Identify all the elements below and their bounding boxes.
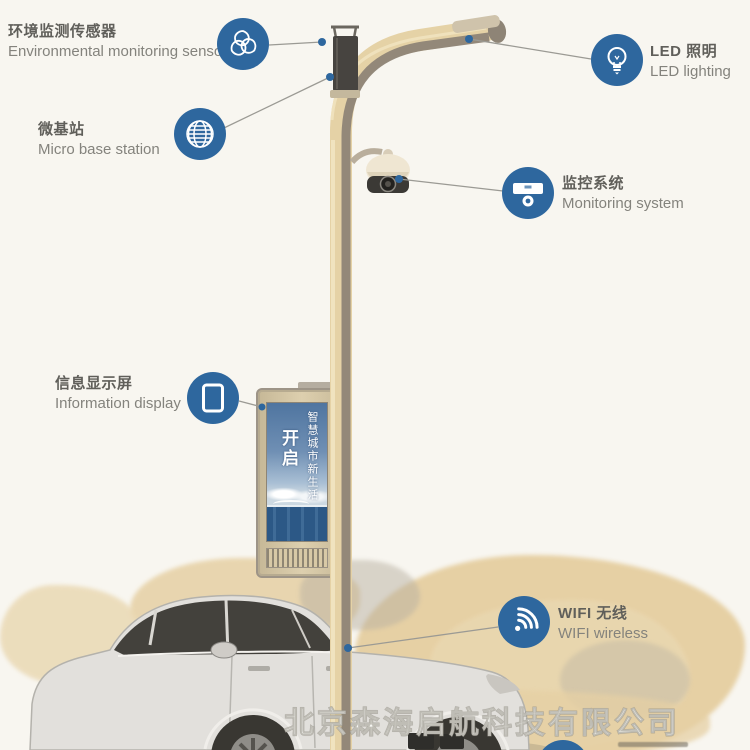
label-en: Monitoring system (562, 195, 684, 212)
foliage-blob (0, 585, 140, 685)
label-zh: 信息显示屏 (55, 375, 133, 392)
label-en: Micro base station (38, 141, 160, 158)
car-rear-wheel (211, 715, 295, 750)
tablet-icon (187, 372, 239, 424)
label-en: LED lighting (650, 63, 731, 80)
globe-icon (174, 108, 226, 160)
callout-information-display: 信息显示屏 Information display (55, 374, 181, 414)
wifi-icon (498, 596, 550, 648)
callout-led-lighting: LED 照明 LED lighting (650, 42, 731, 82)
cctv-camera-icon (502, 167, 554, 219)
label-en: Environmental monitoring sensor (8, 43, 228, 60)
label-en: Information display (55, 395, 181, 412)
leaves-recycle-icon (217, 18, 269, 70)
display-bracket (298, 382, 338, 393)
label-en: WIFI wireless (558, 625, 648, 642)
information-display-screen: 智慧城市新生活 开启 (256, 388, 340, 578)
car-glass (114, 600, 337, 655)
callout-wifi-wireless: WIFI 无线 WIFI wireless (558, 604, 648, 644)
dome-camera-device (349, 148, 410, 193)
label-zh: 监控系统 (562, 175, 625, 192)
display-vent-grille (266, 548, 328, 568)
cropped-callout-text (618, 742, 688, 747)
lightbulb-icon (591, 34, 643, 86)
label-zh: LED 照明 (650, 43, 718, 60)
label-zh: 微基站 (38, 121, 85, 138)
callout-micro-base-station: 微基站 Micro base station (38, 120, 160, 160)
label-zh: 环境监测传感器 (8, 23, 117, 40)
callout-environmental-sensor: 环境监测传感器 Environmental monitoring sensor (8, 22, 227, 62)
screen-slogan-large: 开启 (279, 429, 298, 469)
screen-skyline (267, 500, 327, 541)
company-watermark: 北京森海启航科技有限公司 (284, 707, 680, 741)
callout-monitoring-system: 监控系统 Monitoring system (562, 174, 684, 214)
car-headlight (486, 674, 520, 694)
screen-slogan-vertical: 智慧城市新生活 (306, 411, 318, 502)
car-mirror (210, 641, 238, 659)
label-zh: WIFI 无线 (558, 605, 628, 622)
display-screen-content: 智慧城市新生活 开启 (266, 402, 328, 542)
led-light-fixture (452, 15, 507, 43)
environmental-sensor-device (330, 25, 360, 98)
